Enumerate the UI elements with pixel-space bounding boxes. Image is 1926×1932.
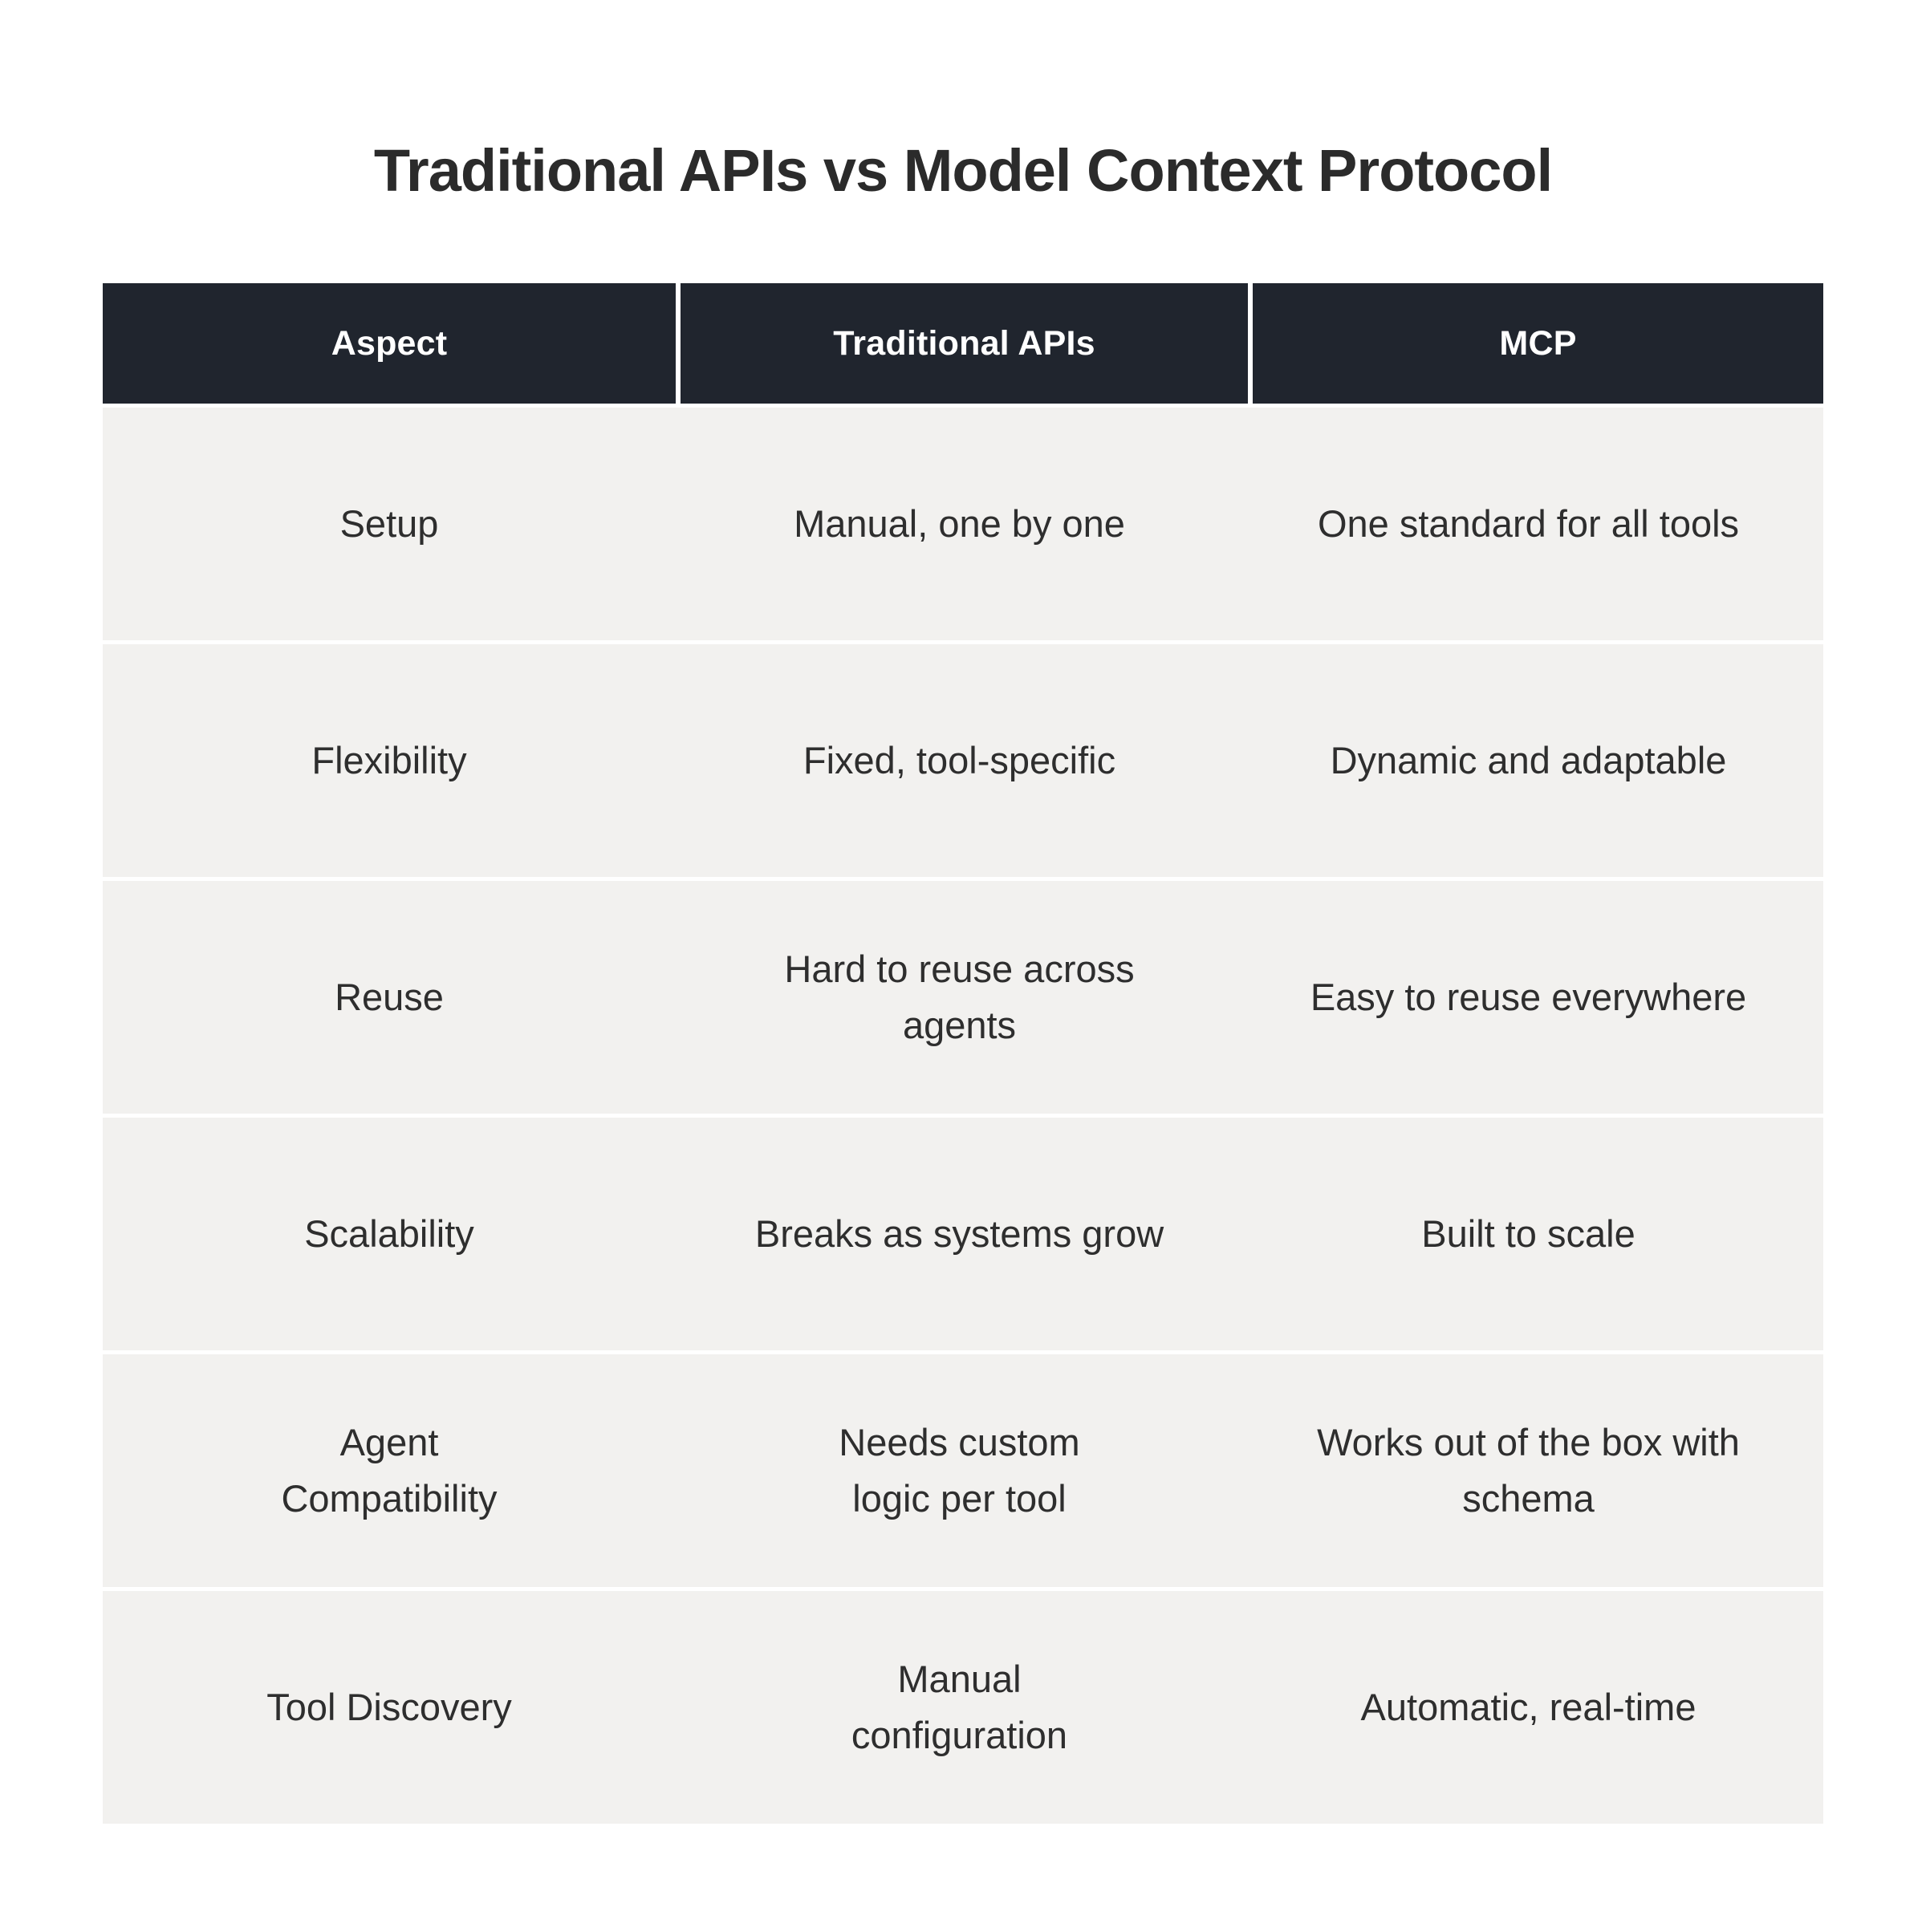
cell-traditional: Breaks as systems grow [754,1212,1164,1255]
column-header-aspect: Aspect [103,283,676,404]
page-title: Traditional APIs vs Model Context Protoc… [373,136,1553,204]
cell-traditional: Fixed, tool-specific [802,739,1116,781]
comparison-table: Aspect Traditional APIs MCP Setup Manual… [103,283,1823,1824]
cell-mcp: Works out of the box with schema [1317,1421,1740,1520]
cell-mcp: Dynamic and adaptable [1330,739,1727,781]
cell-aspect: Reuse [335,976,444,1018]
table-row: Agent Compatibility Needs custom logic p… [103,1354,1823,1587]
cell-aspect: Agent Compatibility [281,1421,498,1520]
cell-aspect: Tool Discovery [266,1686,512,1728]
cell-mcp: One standard for all tools [1317,502,1740,545]
cell-aspect: Flexibility [311,739,467,781]
cell-traditional: Hard to reuse across agents [784,948,1135,1046]
cell-traditional: Needs custom logic per tool [839,1421,1080,1520]
cell-traditional: Manual configuration [851,1658,1068,1756]
table-row: Tool Discovery Manual configuration Auto… [103,1591,1823,1824]
cell-aspect: Scalability [304,1212,474,1255]
column-header-mcp: MCP [1253,283,1823,404]
column-header-traditional-apis: Traditional APIs [681,283,1248,404]
table-row: Flexibility Fixed, tool-specific Dynamic… [103,644,1823,877]
cell-aspect: Setup [339,502,439,545]
table-header-row: Aspect Traditional APIs MCP [103,283,1823,404]
cell-mcp: Easy to reuse everywhere [1310,976,1747,1018]
table-row: Reuse Hard to reuse across agents Easy t… [103,881,1823,1114]
cell-mcp: Automatic, real-time [1360,1686,1696,1728]
table-row: Setup Manual, one by one One standard fo… [103,408,1823,640]
cell-traditional: Manual, one by one [794,502,1125,545]
table-row: Scalability Breaks as systems grow Built… [103,1118,1823,1350]
cell-mcp: Built to scale [1421,1212,1635,1255]
table-body: Setup Manual, one by one One standard fo… [103,408,1823,1824]
